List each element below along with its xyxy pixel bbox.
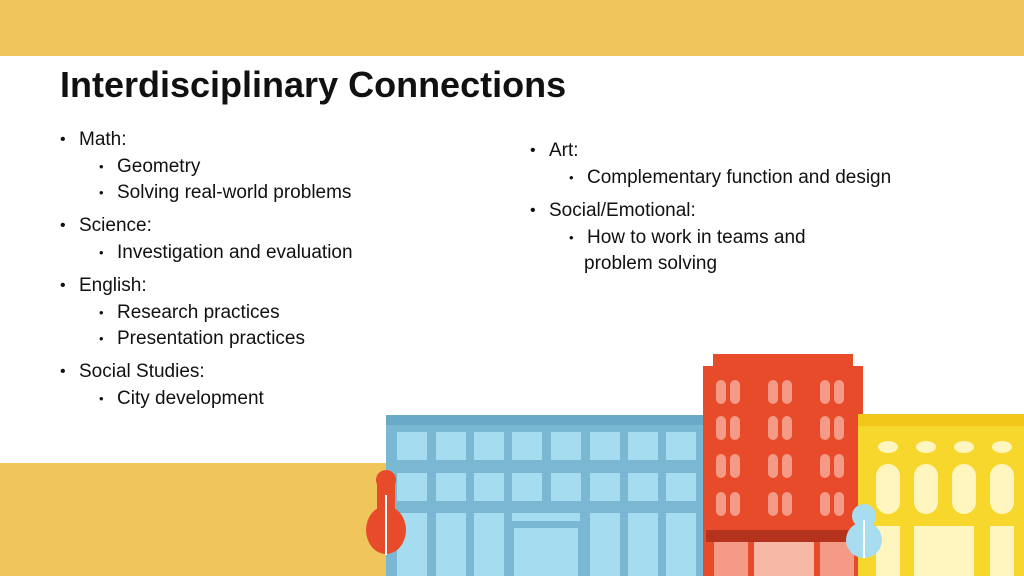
- bullet-science: Science: Investigation and evaluation: [60, 214, 353, 266]
- sub-bullet: City development: [79, 386, 353, 412]
- left-bullet-list: Math: Geometry Solving real-world proble…: [60, 128, 353, 420]
- sub-list: Geometry Solving real-world problems: [79, 154, 353, 206]
- sub-bullet: How to work in teams and problem solving: [549, 225, 891, 277]
- bullet-english: English: Research practices Presentation…: [60, 274, 353, 352]
- building-icon: [386, 415, 704, 576]
- slide-title: Interdisciplinary Connections: [60, 64, 567, 105]
- right-bullet-list: Art: Complementary function and design S…: [530, 139, 891, 285]
- bullet-social-studies: Social Studies: City development: [60, 360, 353, 412]
- sub-list: City development: [79, 386, 353, 412]
- bullet-label: Math:: [79, 129, 127, 150]
- bullet-label: Art:: [549, 140, 579, 161]
- bullet-math: Math: Geometry Solving real-world proble…: [60, 128, 353, 206]
- sub-bullet: Geometry: [79, 154, 353, 180]
- bullet-label: Social Studies:: [79, 361, 205, 382]
- bullet-label: English:: [79, 275, 147, 296]
- building-icon: [703, 354, 863, 576]
- sub-list: Research practices Presentation practice…: [79, 300, 353, 352]
- sub-bullet-line: problem solving: [584, 253, 718, 274]
- building-icon: [858, 414, 1024, 576]
- sub-bullet: Solving real-world problems: [79, 180, 353, 206]
- sub-bullet: Complementary function and design: [549, 165, 891, 191]
- sub-bullet-line: How to work in teams and: [587, 227, 806, 248]
- top-banner: [0, 0, 1024, 56]
- sub-bullet: Investigation and evaluation: [79, 240, 353, 266]
- sub-list: Complementary function and design: [549, 165, 891, 191]
- sub-bullet: Research practices: [79, 300, 353, 326]
- sub-list: How to work in teams and problem solving: [549, 225, 891, 277]
- bullet-art: Art: Complementary function and design: [530, 139, 891, 191]
- sub-list: Investigation and evaluation: [79, 240, 353, 266]
- bullet-label: Science:: [79, 215, 152, 236]
- bullet-social-emotional: Social/Emotional: How to work in teams a…: [530, 199, 891, 277]
- tree-icon: [366, 470, 406, 555]
- bullet-label: Social/Emotional:: [549, 200, 696, 221]
- sub-bullet: Presentation practices: [79, 326, 353, 352]
- tree-icon: [846, 504, 882, 558]
